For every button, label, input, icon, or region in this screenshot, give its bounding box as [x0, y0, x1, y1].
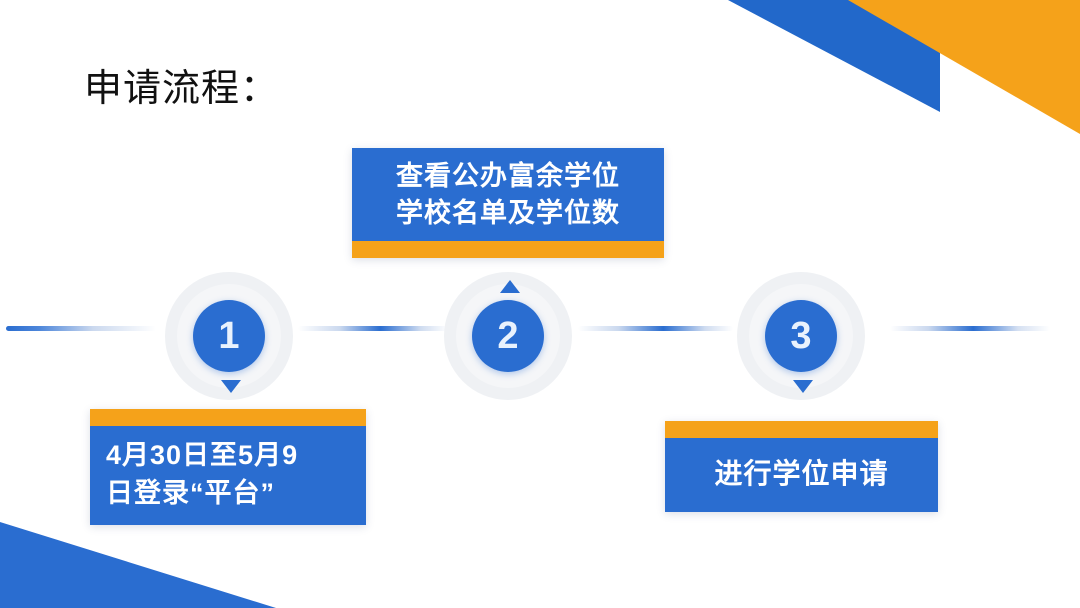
timeline-connector-1	[298, 326, 448, 331]
callout-card-step-2-line-2: 学校名单及学位数	[396, 198, 620, 229]
top-right-orange-triangle-icon	[848, 0, 1080, 134]
step-pointer-down-icon-3	[793, 380, 813, 393]
step-number-2: 2	[497, 315, 519, 357]
step-node-3[interactable]: 3	[737, 272, 865, 400]
callout-card-step-2-line-1: 查看公办富余学位	[396, 161, 620, 191]
timeline-connector-3	[890, 326, 1050, 331]
step-node-1[interactable]: 1	[165, 272, 293, 400]
timeline-axis	[0, 326, 1080, 332]
callout-card-step-3-line-1: 进行学位申请	[714, 458, 889, 489]
step-pointer-down-icon-1	[221, 380, 241, 393]
page-title: 申请流程：	[84, 68, 280, 110]
step-node-2[interactable]: 2	[444, 272, 572, 400]
step-number-3: 3	[790, 315, 812, 357]
step-badge-3[interactable]: 3	[765, 300, 837, 372]
callout-card-step-2-body: 查看公办富余学位 学校名单及学位数	[352, 148, 664, 241]
step-pointer-up-icon-2	[500, 280, 520, 293]
callout-card-step-1-accent-bar	[90, 409, 366, 426]
callout-card-step-3-body: 进行学位申请	[665, 438, 938, 513]
callout-card-step-1-body: 4月30日至5月9 日登录“平台”	[90, 426, 366, 525]
step-badge-2[interactable]: 2	[472, 300, 544, 372]
callout-card-step-1-line-1: 4月30日至5月9	[106, 440, 299, 470]
callout-card-step-3[interactable]: 进行学位申请	[665, 421, 938, 513]
step-badge-1[interactable]: 1	[193, 300, 265, 372]
callout-card-step-2-accent-bar	[352, 240, 664, 258]
callout-card-step-3-accent-bar	[665, 421, 938, 438]
step-number-1: 1	[218, 315, 240, 357]
timeline-connector-2	[578, 326, 733, 331]
callout-card-step-1-line-2: 日登录“平台”	[106, 478, 275, 509]
callout-card-step-1[interactable]: 4月30日至5月9 日登录“平台”	[90, 409, 366, 525]
callout-card-step-2[interactable]: 查看公办富余学位 学校名单及学位数	[352, 148, 664, 258]
bottom-left-blue-triangle-icon	[0, 522, 276, 608]
timeline-connector-0	[6, 326, 156, 331]
